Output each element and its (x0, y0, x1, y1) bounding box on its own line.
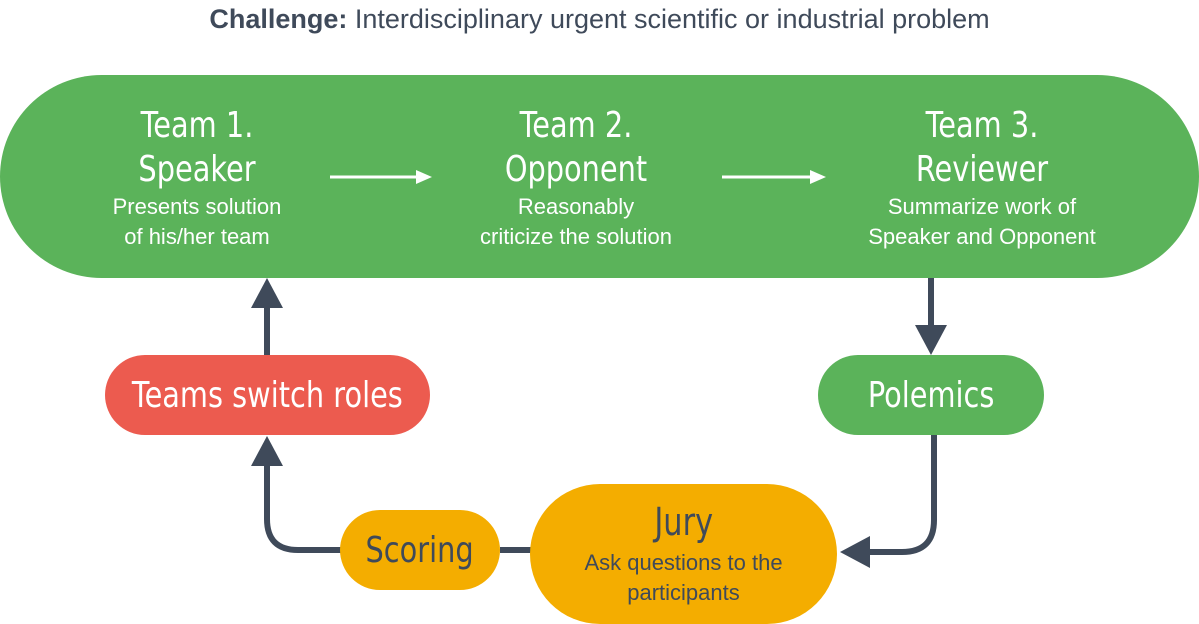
reviewer-desc-line2: Speaker and Opponent (868, 224, 1096, 249)
arrow-switch-to-speaker (251, 278, 283, 355)
role-speaker: Team 1. Speaker Presents solution of his… (72, 104, 322, 252)
arrow-scoring-to-switch (251, 436, 342, 553)
reviewer-desc-line1: Summarize work of (887, 194, 1077, 219)
challenge-text: Interdisciplinary urgent scientific or i… (354, 4, 990, 34)
challenge-label: Challenge: (209, 4, 348, 34)
role-opponent: Team 2. Opponent Reasonably criticize th… (446, 104, 706, 252)
reviewer-title-line1: Team 3. (925, 105, 1039, 146)
opponent-title-line2: Opponent (504, 149, 648, 190)
presentation-stage-band (0, 75, 1199, 278)
teams-switch-roles-node: Teams switch roles (105, 355, 430, 435)
teams-switch-roles-label: Teams switch roles (132, 374, 403, 416)
speaker-desc-line1: Presents solution (112, 194, 282, 219)
opponent-desc-line2: criticize the solution (480, 224, 672, 249)
speaker-title-line1: Team 1. (140, 105, 254, 146)
arrow-polemics-to-jury (840, 435, 937, 568)
reviewer-title-line2: Reviewer (915, 149, 1049, 190)
opponent-desc-line1: Reasonably (517, 194, 635, 219)
scoring-label: Scoring (365, 529, 475, 571)
opponent-title-line1: Team 2. (519, 105, 633, 146)
polemics-node: Polemics (818, 355, 1044, 435)
arrow-speaker-to-opponent (330, 170, 432, 184)
arrow-opponent-to-reviewer (722, 170, 826, 184)
speaker-desc-line2: of his/her team (124, 224, 270, 249)
scoring-node: Scoring (340, 510, 500, 590)
jury-node: Jury Ask questions to the participants (530, 484, 837, 624)
jury-description: Ask questions to the participants (584, 550, 783, 605)
polemics-label: Polemics (867, 374, 995, 416)
role-reviewer: Team 3. Reviewer Summarize work of Speak… (836, 104, 1128, 252)
speaker-title-line2: Speaker (138, 149, 256, 190)
arrow-reviewer-to-polemics (915, 278, 947, 355)
challenge-heading: Challenge: Interdisciplinary urgent scie… (0, 4, 1199, 35)
jury-label: Jury (654, 500, 713, 544)
